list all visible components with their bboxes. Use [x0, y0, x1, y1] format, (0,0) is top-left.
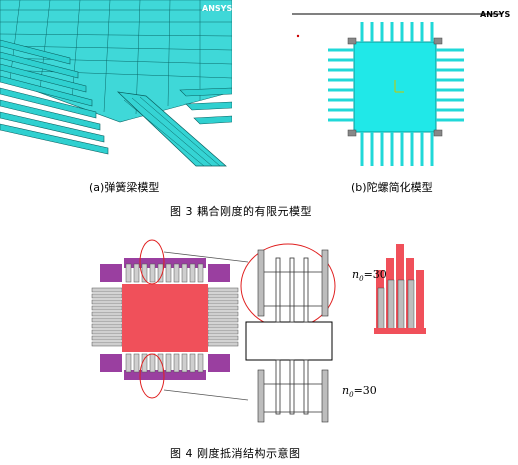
left-structure [91, 239, 249, 401]
fig3a-image: ANSYS [0, 0, 233, 170]
ansys-logo: ANSYS [202, 4, 232, 13]
fig3b-image: ANSYS [292, 6, 518, 174]
fig3-title: 图 3 耦合刚度的有限元模型 [170, 205, 312, 218]
fig3a-caption: (a)弹簧梁模型 [89, 181, 160, 194]
spring-beam-mesh [0, 0, 233, 170]
ansys-logo-text: ANSYS [480, 10, 511, 19]
n0-label-top: n0=30 [352, 268, 387, 284]
n0-label-bottom: n0=30 [342, 384, 377, 400]
gyro-simplified-mesh [292, 13, 502, 166]
ansys-logo-text: ANSYS [202, 4, 233, 13]
fig4-diagram: n0=30 n0=30 [90, 236, 430, 436]
fig4-title: 图 4 刚度抵消结构示意图 [170, 447, 301, 460]
right-structure [374, 244, 426, 334]
ansys-logo: ANSYS [480, 10, 510, 19]
stiffness-cancel-diagram [91, 239, 426, 423]
fig3b-caption: (b)陀螺简化模型 [351, 181, 433, 194]
middle-structure [240, 243, 336, 423]
